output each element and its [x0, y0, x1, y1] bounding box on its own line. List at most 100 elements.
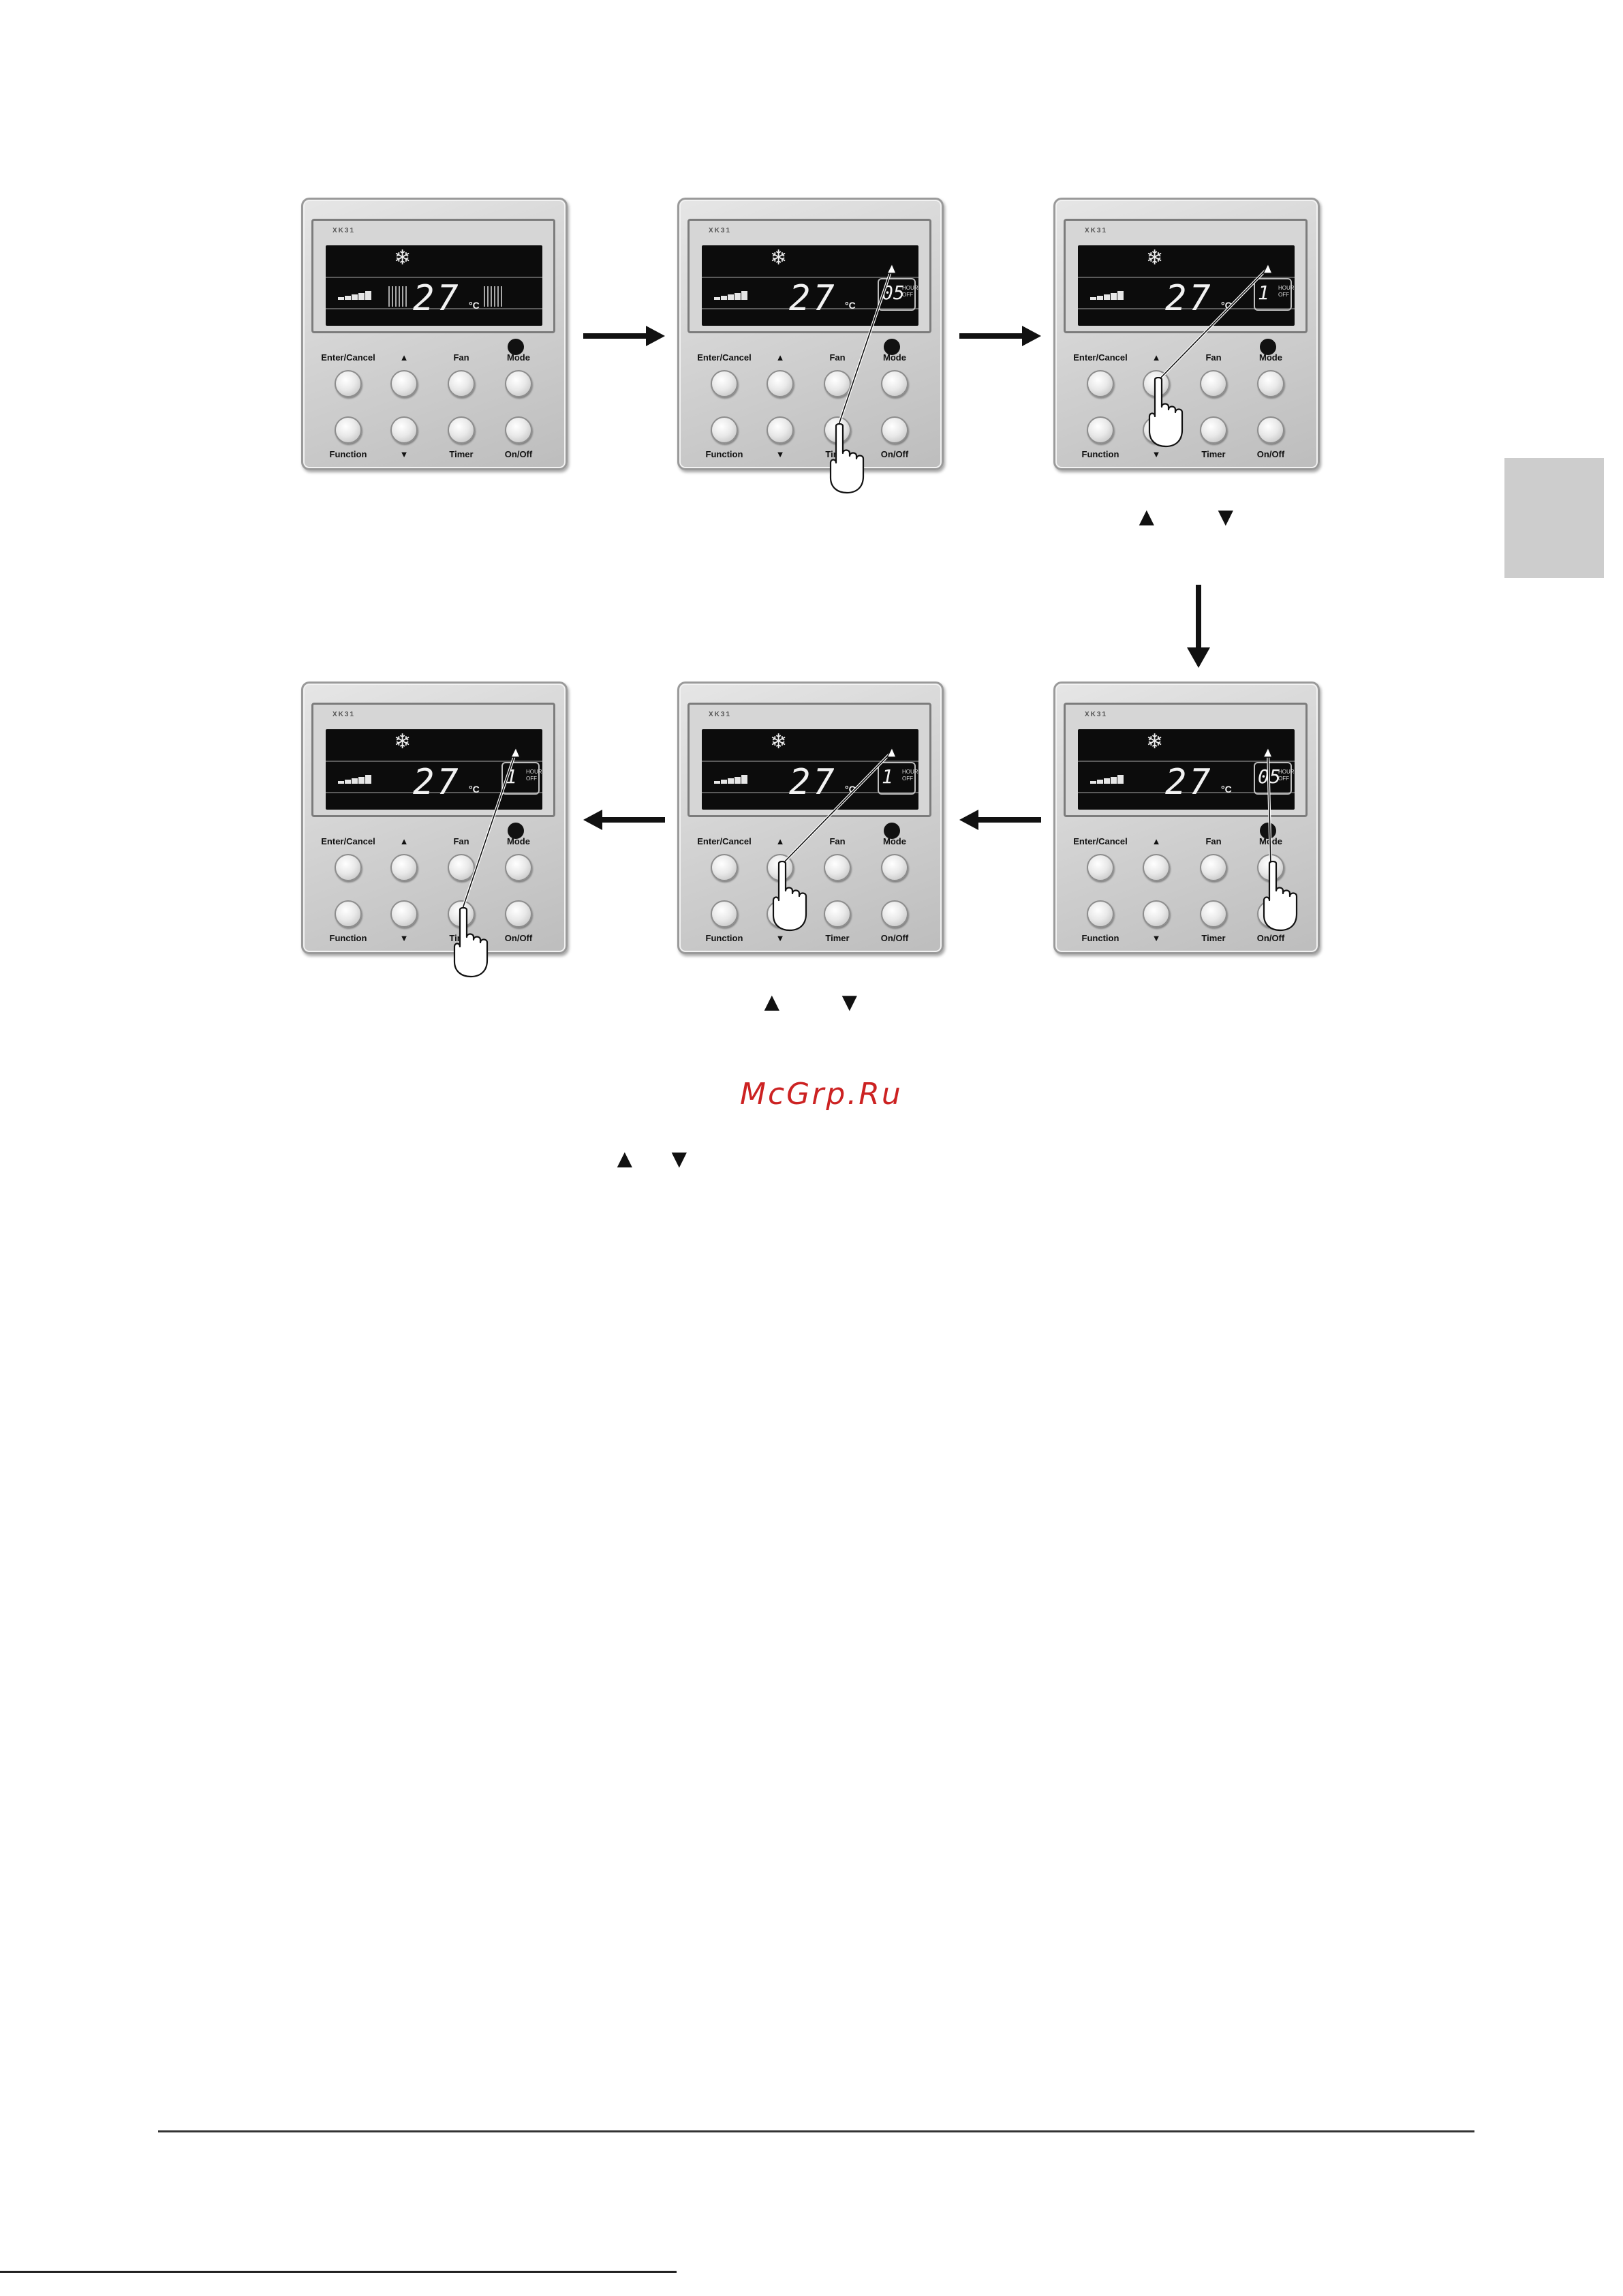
fan-button[interactable]: [1200, 854, 1227, 881]
fan-button[interactable]: [824, 854, 851, 881]
brand-label: XK31: [1085, 711, 1108, 718]
up-button[interactable]: [767, 854, 794, 881]
timer-button[interactable]: [448, 900, 475, 928]
note-down-row1: ▼: [1213, 503, 1239, 532]
up-label: ▲: [399, 836, 409, 846]
down-button[interactable]: [390, 900, 418, 928]
fan-button[interactable]: [448, 370, 475, 397]
function-button[interactable]: [335, 900, 362, 928]
up-button[interactable]: [1143, 854, 1170, 881]
timer-button[interactable]: [448, 416, 475, 444]
mode-button[interactable]: [881, 854, 908, 881]
lcd-rule: [702, 308, 918, 309]
up-button[interactable]: [390, 854, 418, 881]
timer-value: 1: [506, 765, 517, 788]
note-down-row2: ▼: [837, 988, 863, 1017]
down-button[interactable]: [1143, 900, 1170, 928]
on-off-button[interactable]: [1257, 900, 1284, 928]
mode-button[interactable]: [1257, 854, 1284, 881]
note-up-bottom: ▲: [612, 1145, 638, 1174]
brand-label: XK31: [709, 711, 732, 718]
timer-button[interactable]: [824, 416, 851, 444]
timer-button[interactable]: [1200, 900, 1227, 928]
enter-cancel-label: Enter/Cancel: [1073, 836, 1128, 846]
mode-label: Mode: [1259, 836, 1282, 846]
up-label: ▲: [775, 352, 785, 363]
timer-button[interactable]: [1200, 416, 1227, 444]
temperature-unit: °C: [469, 784, 480, 795]
enter-cancel-button[interactable]: [1087, 854, 1114, 881]
timer-button[interactable]: [824, 900, 851, 928]
enter-cancel-button[interactable]: [1087, 370, 1114, 397]
up-label: ▲: [1151, 352, 1161, 363]
function-button[interactable]: [711, 900, 738, 928]
down-button[interactable]: [1143, 416, 1170, 444]
on-off-button[interactable]: [505, 416, 532, 444]
lcd-rule: [326, 277, 542, 278]
function-button[interactable]: [335, 416, 362, 444]
temperature-readout: 27: [789, 762, 837, 803]
function-button[interactable]: [711, 416, 738, 444]
up-label: ▲: [399, 352, 409, 363]
down-button[interactable]: [767, 900, 794, 928]
mode-button[interactable]: [1257, 370, 1284, 397]
arrow-right-2: [959, 326, 1041, 346]
arrow-right-1: [583, 326, 665, 346]
on-off-label: On/Off: [880, 933, 909, 943]
down-button[interactable]: [767, 416, 794, 444]
timer-value: 05: [1258, 765, 1281, 788]
enter-cancel-button[interactable]: [711, 854, 738, 881]
note-down-bottom: ▼: [666, 1145, 692, 1174]
on-off-label: On/Off: [880, 449, 909, 459]
up-button[interactable]: [390, 370, 418, 397]
timer-box: [1254, 762, 1292, 795]
arrow-left-1: [959, 810, 1041, 830]
enter-cancel-button[interactable]: [335, 370, 362, 397]
mode-button[interactable]: [881, 370, 908, 397]
on-off-button[interactable]: [1257, 416, 1284, 444]
up-button[interactable]: [767, 370, 794, 397]
mode-label: Mode: [1259, 352, 1282, 363]
enter-cancel-label: Enter/Cancel: [697, 352, 752, 363]
on-off-button[interactable]: [505, 900, 532, 928]
fan-button[interactable]: [824, 370, 851, 397]
enter-cancel-button[interactable]: [711, 370, 738, 397]
lcd-rule: [1078, 761, 1295, 762]
footer-rule: [158, 2130, 1474, 2132]
fan-button[interactable]: [1200, 370, 1227, 397]
snowflake-icon: ❄: [394, 731, 412, 753]
on-off-button[interactable]: [881, 900, 908, 928]
mode-label: Mode: [507, 836, 530, 846]
function-button[interactable]: [1087, 900, 1114, 928]
function-button[interactable]: [1087, 416, 1114, 444]
mode-label: Mode: [507, 352, 530, 363]
temperature-unit: °C: [845, 300, 856, 311]
timer-hour-label: HOUR OFF: [526, 769, 542, 782]
mode-button[interactable]: [505, 854, 532, 881]
snowflake-icon: ❄: [1146, 247, 1164, 269]
snowflake-icon: ❄: [1146, 731, 1164, 753]
enter-cancel-button[interactable]: [335, 854, 362, 881]
bottom-rule: [0, 2271, 677, 2273]
temperature-readout: 27: [1165, 762, 1214, 803]
swing-icon: [388, 286, 407, 307]
on-off-label: On/Off: [504, 933, 533, 943]
on-off-button[interactable]: [881, 416, 908, 444]
mode-button[interactable]: [505, 370, 532, 397]
section-tab: [1504, 458, 1604, 578]
swing-icon: [484, 286, 503, 307]
brand-label: XK31: [333, 711, 356, 718]
arrow-left-2: [583, 810, 665, 830]
up-button[interactable]: [1143, 370, 1170, 397]
fan-label: Fan: [829, 836, 846, 846]
fan-button[interactable]: [448, 854, 475, 881]
temperature-readout: 27: [1165, 278, 1214, 319]
down-button[interactable]: [390, 416, 418, 444]
